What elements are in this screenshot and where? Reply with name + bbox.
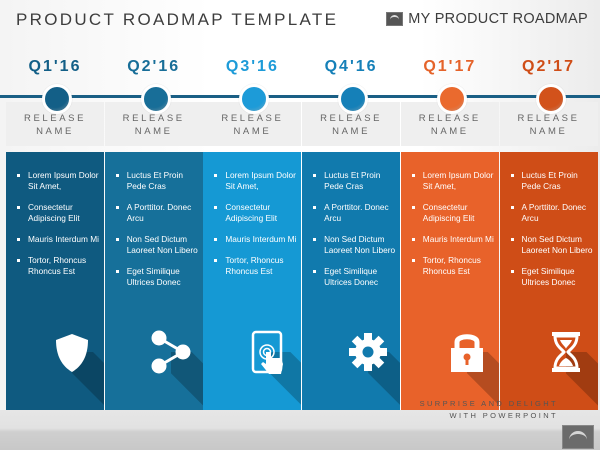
release-card: Lorem Ipsum Dolor Sit Amet, Consectetur A… xyxy=(6,152,104,410)
roadmap-item: Consectetur Adipiscing Elit xyxy=(14,202,100,224)
roadmap-item: Consectetur Adipiscing Elit xyxy=(211,202,297,224)
release-label-line-1: RELEASE xyxy=(122,113,185,124)
share-icon xyxy=(149,330,203,410)
roadmap-item: Lorem Ipsum Dolor Sit Amet, xyxy=(211,170,297,192)
timeline-milestone-dot xyxy=(239,84,270,114)
roadmap-item: Mauris Interdum Mi xyxy=(211,234,297,245)
release-label-line-1: RELEASE xyxy=(418,113,481,124)
roadmap-item: Tortor, Rhoncus Rhoncus Est xyxy=(409,255,495,277)
release-label-line-2: NAME xyxy=(36,126,74,137)
quarter-label: Q4'16 xyxy=(324,58,378,75)
roadmap-column: Q2'16 RELEASE NAME Luctus Et Proin Pede … xyxy=(104,52,203,412)
release-label-line-1: RELEASE xyxy=(221,113,284,124)
release-label-line-2: NAME xyxy=(233,126,272,137)
release-card: Lorem Ipsum Dolor Sit Amet, Consectetur A… xyxy=(203,152,302,410)
roadmap-item: Non Sed Dictum Laoreet Non Libero xyxy=(508,234,594,256)
release-label-line-2: NAME xyxy=(529,126,568,137)
roadmap-item: Non Sed Dictum Laoreet Non Libero xyxy=(113,234,199,256)
release-name: RELEASE NAME xyxy=(203,112,301,138)
footer-line-2: WITH POWERPOINT xyxy=(449,411,558,420)
roadmap-item: A Porttitor. Donec Arcu xyxy=(310,202,396,224)
feature-list: Lorem Ipsum Dolor Sit Amet, Consectetur A… xyxy=(203,152,301,277)
roadmap-item: Lorem Ipsum Dolor Sit Amet, xyxy=(14,170,100,192)
roadmap-item: Eget Similique Ultrices Donec xyxy=(113,266,199,288)
padlock-icon xyxy=(445,330,499,410)
brand-label: MY PRODUCT ROADMAP xyxy=(408,11,588,27)
roadmap-item: Eget Similique Ultrices Donec xyxy=(508,266,594,288)
timeline-line xyxy=(0,95,600,98)
release-card: Luctus Et Proin Pede Cras A Porttitor. Do… xyxy=(302,152,401,410)
release-label-line-2: NAME xyxy=(134,126,173,137)
roadmap-item: Eget Similique Ultrices Donec xyxy=(310,266,396,288)
release-name: RELEASE NAME xyxy=(105,112,203,138)
roadmap-item: A Porttitor. Donec Arcu xyxy=(113,202,199,224)
roadmap-item: Tortor, Rhoncus Rhoncus Est xyxy=(211,255,297,277)
release-label-line-2: NAME xyxy=(332,126,371,137)
timeline-milestone-dot xyxy=(140,84,171,114)
quarter-label: Q2'17 xyxy=(522,58,575,75)
roadmap-column: Q2'17 RELEASE NAME Luctus Et Proin Pede … xyxy=(499,52,598,412)
release-name: RELEASE NAME xyxy=(401,112,499,138)
roadmap-column: Q4'16 RELEASE NAME Luctus Et Proin Pede … xyxy=(302,52,401,412)
roadmap-item: Consectetur Adipiscing Elit xyxy=(409,202,495,224)
release-card: Luctus Et Proin Pede Cras A Porttitor. Do… xyxy=(499,152,598,410)
roadmap-item: A Porttitor. Donec Arcu xyxy=(508,202,594,224)
hourglass-icon xyxy=(544,330,598,410)
quarter-label: Q3'16 xyxy=(225,58,279,75)
timeline-milestone-dot xyxy=(535,84,566,114)
feature-list: Luctus Et Proin Pede Cras A Porttitor. Do… xyxy=(500,152,598,288)
touch-phone-icon xyxy=(247,330,302,410)
release-label-line-1: RELEASE xyxy=(517,113,580,124)
timeline-milestone-dot xyxy=(436,84,467,114)
roadmap-item: Luctus Et Proin Pede Cras xyxy=(508,170,594,192)
page-title: PRODUCT ROADMAP TEMPLATE xyxy=(16,10,339,29)
roadmap-item: Luctus Et Proin Pede Cras xyxy=(310,170,396,192)
timeline-milestone-dot xyxy=(338,84,369,114)
roadmap-column: Q1'16 RELEASE NAME Lorem Ipsum Dolor Sit… xyxy=(6,52,104,412)
quarter-label: Q1'16 xyxy=(28,58,82,75)
roadmap-item: Tortor, Rhoncus Rhoncus Est xyxy=(14,255,100,277)
timeline-milestone-dot xyxy=(42,84,72,114)
release-card: Lorem Ipsum Dolor Sit Amet, Consectetur A… xyxy=(400,152,499,410)
footer-band xyxy=(0,410,600,450)
release-name: RELEASE NAME xyxy=(302,112,400,138)
feature-list: Luctus Et Proin Pede Cras A Porttitor. Do… xyxy=(105,152,203,288)
quarter-label: Q2'16 xyxy=(127,58,181,75)
release-card: Luctus Et Proin Pede Cras A Porttitor. Do… xyxy=(104,152,203,410)
roadmap-column: Q1'17 RELEASE NAME Lorem Ipsum Dolor Sit… xyxy=(400,52,499,412)
feature-list: Lorem Ipsum Dolor Sit Amet, Consectetur A… xyxy=(6,152,104,277)
shield-icon xyxy=(50,330,104,410)
footer-tagline: SURPRISE AND DELIGHT WITH POWERPOINT xyxy=(420,398,558,422)
brand: MY PRODUCT ROADMAP xyxy=(386,11,588,27)
roadmap-item: Mauris Interdum Mi xyxy=(14,234,100,245)
roadmap-item: Lorem Ipsum Dolor Sit Amet, xyxy=(409,170,495,192)
footer-line-1: SURPRISE AND DELIGHT xyxy=(419,399,558,408)
roadmap-item: Mauris Interdum Mi xyxy=(409,234,495,245)
roadmap-item: Luctus Et Proin Pede Cras xyxy=(113,170,199,192)
release-label-line-1: RELEASE xyxy=(320,113,383,124)
roadmap-column: Q3'16 RELEASE NAME Lorem Ipsum Dolor Sit… xyxy=(203,52,302,412)
presentation-logo-icon xyxy=(386,12,404,26)
release-name: RELEASE NAME xyxy=(500,112,598,138)
release-label-line-1: RELEASE xyxy=(23,113,87,124)
release-label-line-2: NAME xyxy=(430,126,469,137)
roadmap-item: Non Sed Dictum Laoreet Non Libero xyxy=(310,234,396,256)
feature-list: Luctus Et Proin Pede Cras A Porttitor. Do… xyxy=(302,152,400,288)
release-name: RELEASE NAME xyxy=(6,112,104,138)
presentation-logo-icon xyxy=(562,425,594,449)
gear-icon xyxy=(346,330,401,410)
feature-list: Lorem Ipsum Dolor Sit Amet, Consectetur A… xyxy=(401,152,499,277)
quarter-label: Q1'17 xyxy=(423,58,477,75)
